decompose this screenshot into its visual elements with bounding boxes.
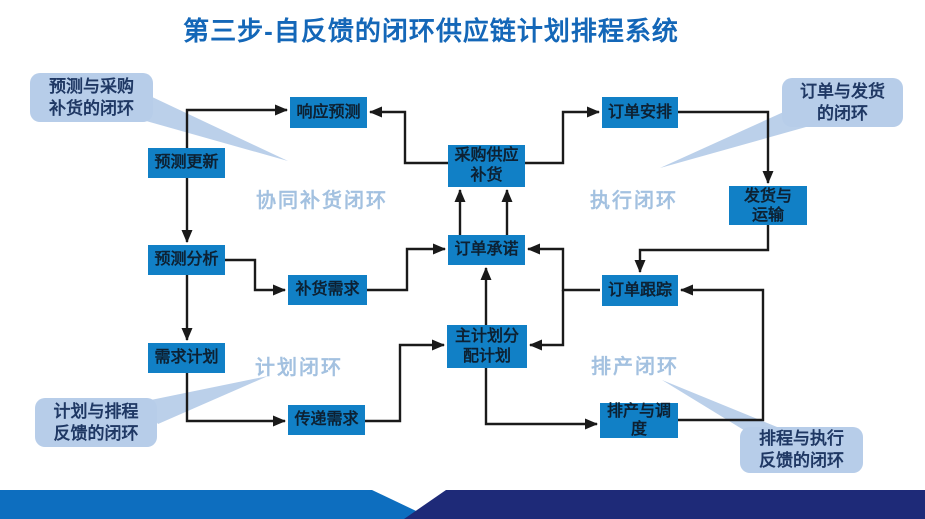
footer-blue-shape <box>0 490 433 519</box>
node-respond-forecast: 响应预测 <box>290 97 367 128</box>
node-schedule-dispatch: 排产与调 度 <box>600 403 678 438</box>
node-procure-supply-replenish: 采购供应 补货 <box>448 145 525 187</box>
node-forecast-update: 预测更新 <box>148 148 225 178</box>
arrow-order-track-to-master-plan <box>529 290 565 351</box>
footer-navy-shape <box>404 490 925 519</box>
arrow-ship-transport-to-order-track <box>634 225 770 273</box>
tail-plan-schedule-feedback <box>141 376 268 424</box>
node-order-track: 订单跟踪 <box>602 275 678 306</box>
tail-order-shipping <box>660 110 806 168</box>
label-collaborative-replenish-loop: 协同补货闭环 <box>256 190 388 212</box>
node-transmit-demand: 传递需求 <box>288 405 365 435</box>
flow-arrows <box>181 104 774 430</box>
callout-forecast-procurement-loop: 预测与采购 补货的闭环 <box>30 73 153 122</box>
arrow-transmit-demand-to-master-plan <box>365 339 445 423</box>
callout-order-shipping-loop: 订单与发货 的闭环 <box>782 78 903 127</box>
arrow-procure-supply-to-respond-forecast <box>369 106 448 165</box>
arrow-forecast-update-to-respond-forecast <box>185 104 288 148</box>
arrow-replenish-demand-to-order-commit <box>367 243 446 292</box>
callout-schedule-execution-feedback-loop: 排程与执行 反馈的闭环 <box>740 427 863 473</box>
arrow-demand-plan-to-transmit-demand <box>185 373 286 427</box>
arrow-master-plan-to-schedule-dispatch <box>484 368 598 430</box>
label-execution-loop: 执行闭环 <box>590 190 678 212</box>
callout-plan-schedule-feedback-loop: 计划与排程 反馈的闭环 <box>35 398 157 447</box>
page-title: 第三步-自反馈的闭环供应链计划排程系统 <box>183 16 679 46</box>
node-ship-transport: 发货与 运输 <box>729 186 807 225</box>
tail-forecast-procurement <box>139 96 288 161</box>
arrow-order-arrange-to-ship-transport <box>678 110 774 184</box>
node-master-plan-allocation: 主计划分 配计划 <box>447 325 527 368</box>
arrow-forecast-analysis-to-replenish-demand <box>225 258 286 296</box>
node-replenish-demand: 补货需求 <box>288 275 367 305</box>
node-order-commit: 订单承诺 <box>448 235 525 265</box>
arrow-order-track-to-order-commit <box>527 243 600 292</box>
arrow-procure-supply-to-order-arrange <box>525 106 600 165</box>
label-scheduling-loop: 排产闭环 <box>591 356 679 378</box>
node-forecast-analysis: 预测分析 <box>148 245 225 275</box>
label-planning-loop: 计划闭环 <box>255 357 343 379</box>
node-demand-plan: 需求计划 <box>148 343 225 373</box>
node-order-arrange: 订单安排 <box>602 97 678 128</box>
footer-band <box>0 490 925 519</box>
arrow-schedule-dispatch-to-order-track <box>678 284 765 422</box>
